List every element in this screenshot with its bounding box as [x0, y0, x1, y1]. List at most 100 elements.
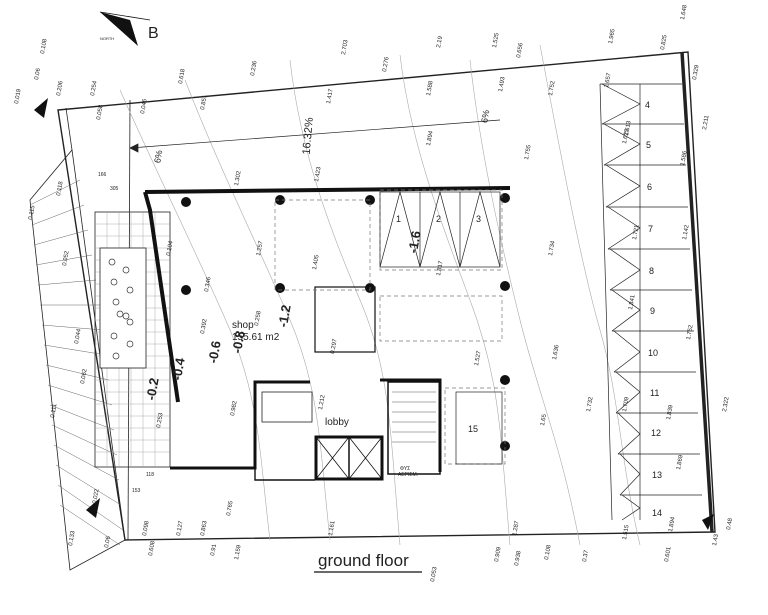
slope-labels: 6% 16.32% 6% [152, 109, 491, 164]
spot-height: 0.104 [166, 240, 175, 256]
service-core [314, 286, 376, 353]
drawing-title: ground floor [314, 551, 422, 573]
spot-height: 0.601 [664, 546, 673, 562]
spot-height: 1.493 [498, 76, 507, 92]
spot-height: 1.709 [622, 396, 631, 412]
tiled-terrace [94, 211, 171, 468]
room-label-lobby: lobby [325, 417, 349, 428]
spot-height: 1.721 [632, 224, 641, 240]
spot-height: 0.825 [660, 34, 669, 50]
spot-height: 0.236 [250, 60, 259, 76]
spot-height: 0.982 [230, 400, 239, 416]
spot-height: 0.053 [430, 566, 439, 582]
spot-height: 0.118 [56, 180, 65, 196]
spot-height: 1.257 [256, 240, 265, 256]
spot-height: 1.159 [234, 544, 243, 560]
parking-number: 8 [649, 266, 654, 276]
spot-height: 1.287 [512, 520, 521, 536]
spot-height: 1.525 [492, 32, 501, 48]
spot-height: 1.732 [586, 396, 595, 412]
dimension-label: 118 [146, 472, 154, 478]
spot-height: 0.108 [544, 544, 553, 560]
small-label: ΑΕΡΙΣΜ. [398, 472, 418, 478]
spot-height: 1.839 [666, 404, 675, 420]
spot-height: 1.302 [234, 170, 243, 186]
spot-height: 1.423 [314, 166, 323, 182]
slope-arrows [129, 119, 501, 153]
building-walls [143, 186, 511, 481]
spot-height: 0.608 [148, 540, 157, 556]
section-marker-south [86, 498, 100, 518]
spot-height: 1.515 [622, 524, 631, 540]
spot-height: 1.161 [328, 520, 337, 536]
parking-number: 11 [650, 388, 659, 398]
spot-height: 1.613 [624, 120, 633, 136]
spot-height: 0.392 [200, 318, 209, 334]
spot-height: 2.19 [436, 35, 444, 48]
spot-height: 0.765 [226, 500, 235, 516]
spot-heights-middle: 1.302 1.423 1.894 1.755 1.257 1.405 1.62… [156, 120, 695, 428]
spot-height: 1.657 [604, 72, 613, 88]
hatched-landscape-strip [29, 149, 126, 571]
spot-height: 0.346 [204, 276, 213, 292]
section-marker-north [34, 98, 48, 118]
spot-height: 0.258 [254, 310, 263, 326]
level-label-3: -0.6 [205, 340, 224, 365]
spot-height: 0.111 [50, 403, 58, 419]
spot-height: 1.527 [474, 350, 483, 366]
contour-lines [119, 44, 641, 546]
structural-columns [181, 193, 510, 451]
spot-height: 0.37 [582, 549, 590, 562]
parking-bays-east [599, 83, 702, 521]
slope-label-2: 16.32% [301, 117, 316, 155]
spot-height: 1.586 [680, 150, 689, 166]
level-label-6: -1.6 [405, 230, 424, 255]
spot-height: 0.115 [28, 204, 37, 220]
north-marker-caption: NORTH [100, 36, 114, 41]
level-label-5: -1.2 [275, 304, 294, 329]
section-marker-east [702, 514, 714, 530]
spot-height: 0.133 [68, 530, 77, 546]
parking-number: 1 [396, 214, 401, 224]
spot-height: 1.648 [680, 4, 689, 20]
spot-height: 0.108 [40, 38, 49, 54]
parking-number: 5 [646, 140, 651, 150]
parking-number: 9 [650, 306, 655, 316]
dimension-label: 166 [98, 172, 107, 178]
spot-height: 0.127 [176, 520, 185, 536]
spot-height: 0.656 [516, 42, 525, 58]
level-label-4: -0.8 [229, 330, 248, 355]
reception-desk [261, 391, 313, 423]
parking-number: 15 [468, 424, 478, 434]
drawing-title-text: ground floor [318, 551, 409, 570]
spot-height: 0.276 [382, 56, 391, 72]
spot-height: 0.909 [494, 546, 503, 562]
stairwell [387, 381, 441, 475]
boundary-wall-east [680, 51, 714, 533]
slope-label-1: 6% [152, 149, 164, 164]
spot-height: 0.851 [200, 94, 209, 110]
parking-number: 3 [476, 214, 481, 224]
spot-height: 1.752 [686, 324, 695, 340]
level-labels: -0.2 -0.4 -0.6 -0.8 -1.2 -1.6 [143, 230, 424, 402]
spot-height: 0.91 [210, 543, 218, 556]
spot-height: 1.65 [540, 413, 548, 426]
spot-height: 0.297 [330, 338, 339, 354]
slope-label-3: 6% [479, 109, 491, 124]
spot-height: 0.019 [14, 88, 23, 104]
parking-bays-central [379, 190, 503, 465]
spot-height: 0.253 [156, 412, 165, 428]
parking-number: 2 [436, 214, 441, 224]
spot-height: 1.142 [682, 224, 691, 240]
spot-height: 1.734 [548, 240, 557, 256]
spot-height: 1.894 [426, 130, 435, 146]
spot-height: 1.43 [712, 533, 720, 546]
parking-number: 10 [648, 348, 658, 358]
spot-height: 0.098 [142, 520, 151, 536]
spot-height: 1.869 [676, 454, 685, 470]
spot-height: 0.938 [514, 550, 523, 566]
parking-number: 13 [652, 470, 662, 480]
spot-height: 1.817 [436, 260, 445, 276]
spot-height: 1.752 [548, 80, 557, 96]
spot-height: 1.965 [608, 28, 617, 44]
